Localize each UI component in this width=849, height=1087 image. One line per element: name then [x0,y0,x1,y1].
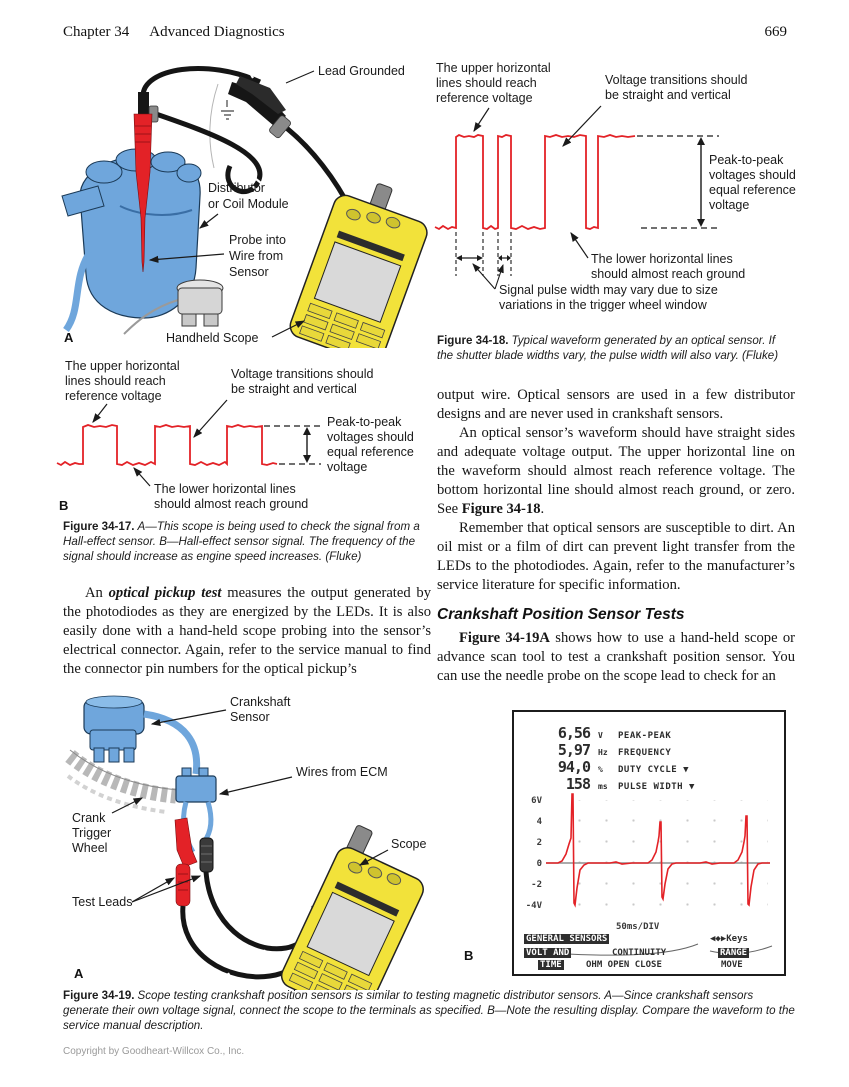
menu-move[interactable]: MOVE [721,960,743,970]
reading-row: 94,0 % DUTY CYCLE ▼ [550,758,695,776]
chapter-title: Advanced Diagnostics [149,24,285,40]
page-number: 669 [764,24,788,40]
reading-value: 6,56 [557,724,591,742]
paragraph-dirt: Remember that optical sensors are suscep… [437,520,795,593]
panel-label-b: B [464,948,474,963]
reading-unit: Hz [598,748,608,757]
reading-label: PEAK-PEAK [618,731,672,741]
figure-19a-illustration: Crankshaft Sensor Wires from ECM Crank T… [65,695,426,990]
label-lead-grounded: Lead Grounded [318,64,405,78]
red-probe-icon [133,92,159,273]
scope-graph: 6V 4 2 0 -2 -4V [526,793,770,911]
panel-label-b: B [59,498,68,513]
ref-figure-34-18: Figure 34-18 [461,501,541,517]
reading-label: DUTY CYCLE ▼ [618,765,690,775]
label-wires-from-ecm: Wires from ECM [296,765,388,779]
time-per-division: 50ms/DIV [616,922,660,932]
handheld-scope-icon [289,183,428,348]
optical-pickup-paragraph: An optical pickup test measures the outp… [63,585,431,677]
reading-row: 5,97 Hz FREQUENCY [550,741,695,759]
reading-row: 158 ms PULSE WIDTH ▼ [550,775,695,793]
page-header: Chapter 34 Advanced Diagnostics 669 [63,24,787,41]
paragraph-output-wire: output wire. Optical sensors are used in… [437,387,795,422]
reading-label: FREQUENCY [618,748,672,758]
label-voltage-transitions: Voltage transitions should be straight a… [231,367,377,396]
label-peak-to-peak: Peak-to-peak voltages should equal refer… [327,415,417,474]
y-tick: 4 [537,817,543,827]
ground-symbol-icon [221,100,234,120]
reading-unit: V [598,731,603,740]
figure-17a-illustration: Lead Grounded Distributor or Coil Module… [61,62,428,348]
menu-keys: ◀◆▶Keys [710,934,748,944]
sensor-module [123,279,224,335]
label-handheld-scope: Handheld Scope [166,331,258,345]
section-heading-crankshaft-tests: Crankshaft Position Sensor Tests [437,606,685,623]
y-tick: 6V [531,796,542,806]
right-column-text: output wire. Optical sensors are used in… [437,386,795,686]
label-lower-lines: The lower horizontal lines should almost… [591,252,745,281]
panel-label-a: A [74,966,84,981]
label-upper-lines: The upper horizontal lines should reach … [65,359,183,403]
reading-row: 6,56 V PEAK-PEAK [550,724,695,742]
square-wave [56,424,278,467]
label-distributor: Distributor or Coil Module [208,181,289,211]
y-tick: -4V [526,901,543,911]
sensor-waveform [546,793,770,908]
y-tick: 0 [537,859,542,869]
copyright-line: Copyright by Goodheart-Willcox Co., Inc. [63,1046,245,1057]
reading-value: 5,97 [557,741,591,759]
black-test-lead-icon [199,837,214,873]
menu-ohm-open-close[interactable]: OHM OPEN CLOSE [586,960,662,970]
caption-figure-34-18: Figure 34-18.Typical waveform generated … [437,334,779,362]
reading-value: 94,0 [557,758,591,776]
label-peak-to-peak: Peak-to-peak voltages should equal refer… [709,153,799,212]
scope-display: 6,56 V PEAK-PEAK 5,97 Hz FREQUENCY 94,0 … [512,710,786,976]
caption-figure-34-19: Figure 34-19.Scope testing crankshaft po… [63,989,795,1032]
square-wave [434,133,636,231]
reading-value: 158 [565,775,591,793]
label-scope: Scope [391,837,426,851]
paragraph-optical-waveform: An optical sensor’s waveform should have… [437,425,795,517]
paragraph-figure-19a: Figure 34-19A shows how to use a hand-he… [437,630,795,684]
menu-volt-and[interactable]: VOLT AND [524,948,572,958]
term-optical-pickup-test: optical pickup test [108,585,222,601]
crank-trigger-wheel [65,749,179,814]
crankshaft-sensor-icon [83,695,201,775]
label-lower-lines: The lower horizontal lines should almost… [154,482,308,511]
label-probe: Probe into Wire from Sensor [229,233,289,279]
figure-18-waveform: The upper horizontal lines should reach … [434,61,799,312]
reading-unit: ms [598,782,608,791]
menu-general-sensors[interactable]: GENERAL SENSORS [524,934,610,944]
reading-label: PULSE WIDTH ▼ [618,782,695,792]
panel-label-a: A [64,330,74,345]
figure-17b-waveform: The upper horizontal lines should reach … [56,359,417,513]
scope-readings: 6,56 V PEAK-PEAK 5,97 Hz FREQUENCY 94,0 … [550,724,695,793]
y-tick: -2 [531,880,542,890]
menu-continuity[interactable]: CONTINUITY [612,948,667,958]
label-pulse-width: Signal pulse width may vary due to size … [499,283,721,312]
red-test-lead-icon [174,817,198,907]
ref-figure-34-19a: Figure 34-19A [459,630,550,646]
ghost-arc [209,83,219,169]
chapter-number: Chapter 34 [63,24,130,40]
y-tick: 2 [537,838,542,848]
alligator-clip-icon [221,76,291,139]
label-test-leads: Test Leads [72,895,132,909]
reading-unit: % [598,765,603,774]
label-upper-lines: The upper horizontal lines should reach … [436,61,554,105]
distributor-illustration [61,148,202,333]
header-left: Chapter 34 Advanced Diagnostics [63,24,285,41]
ecm-connector [175,767,217,854]
label-crankshaft-sensor: Crankshaft Sensor [230,695,294,724]
scope-icon [280,825,424,990]
menu-range[interactable]: RANGE [718,948,750,958]
label-voltage-transitions: Voltage transitions should be straight a… [605,73,751,102]
caption-figure-34-17: Figure 34-17.A—This scope is being used … [63,520,420,563]
label-crank-trigger-wheel: Crank Trigger Wheel [72,811,115,855]
menu-time[interactable]: TIME [538,960,564,970]
